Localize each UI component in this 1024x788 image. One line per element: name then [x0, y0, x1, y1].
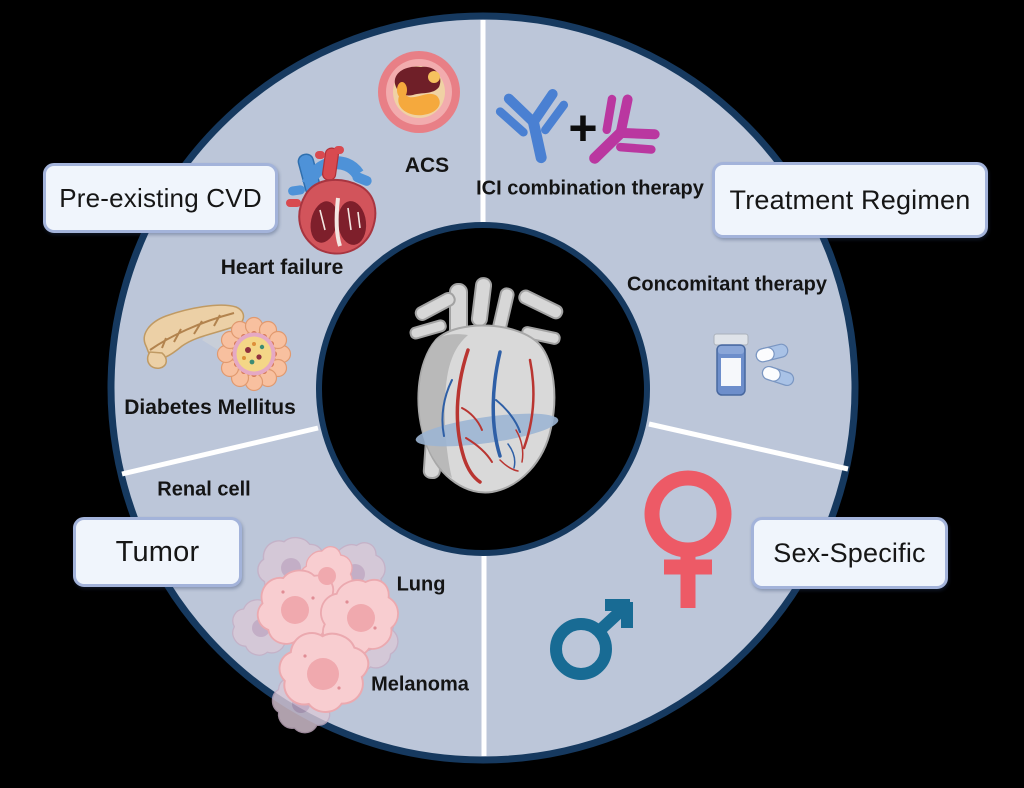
female-symbol-icon	[644, 470, 732, 608]
label-box-tumor: Tumor	[73, 517, 242, 587]
heart-anatomy-icon	[409, 277, 564, 494]
atherosclerosis-vessel-icon	[378, 51, 460, 133]
male-symbol-icon	[550, 599, 633, 680]
label-box-pre-existing-cvd: Pre-existing CVD	[43, 163, 278, 233]
sex-specific-title: Sex-Specific	[773, 537, 926, 568]
label-concomitant-therapy: Concomitant therapy	[626, 273, 828, 296]
quadrant-divider-right	[648, 421, 849, 472]
label-acs: ACS	[404, 154, 450, 177]
quadrant-dividers	[121, 20, 849, 756]
label-box-sex-specific: Sex-Specific	[751, 517, 948, 589]
treatment-regimen-title: Treatment Regimen	[729, 184, 971, 215]
quadrant-divider-left	[121, 425, 319, 477]
heart-cross-section-icon	[286, 146, 377, 255]
label-box-treatment-regimen: Treatment Regimen	[712, 162, 988, 238]
pill-bottle-capsules-icon	[713, 333, 796, 396]
label-heart-failure: Heart failure	[220, 256, 344, 279]
tumor-cells-icon	[221, 531, 409, 742]
pancreas-islet-icon	[143, 304, 292, 392]
plus-sign: +	[568, 100, 598, 156]
label-renal-cell: Renal cell	[157, 478, 251, 501]
tumor-title: Tumor	[115, 535, 200, 568]
label-lung: Lung	[396, 573, 446, 596]
label-ici-combination-therapy: ICI combination therapy	[476, 177, 704, 200]
label-melanoma: Melanoma	[371, 673, 469, 696]
pre-existing-cvd-title: Pre-existing CVD	[59, 182, 262, 213]
label-diabetes-mellitus: Diabetes Mellitus	[124, 396, 296, 419]
